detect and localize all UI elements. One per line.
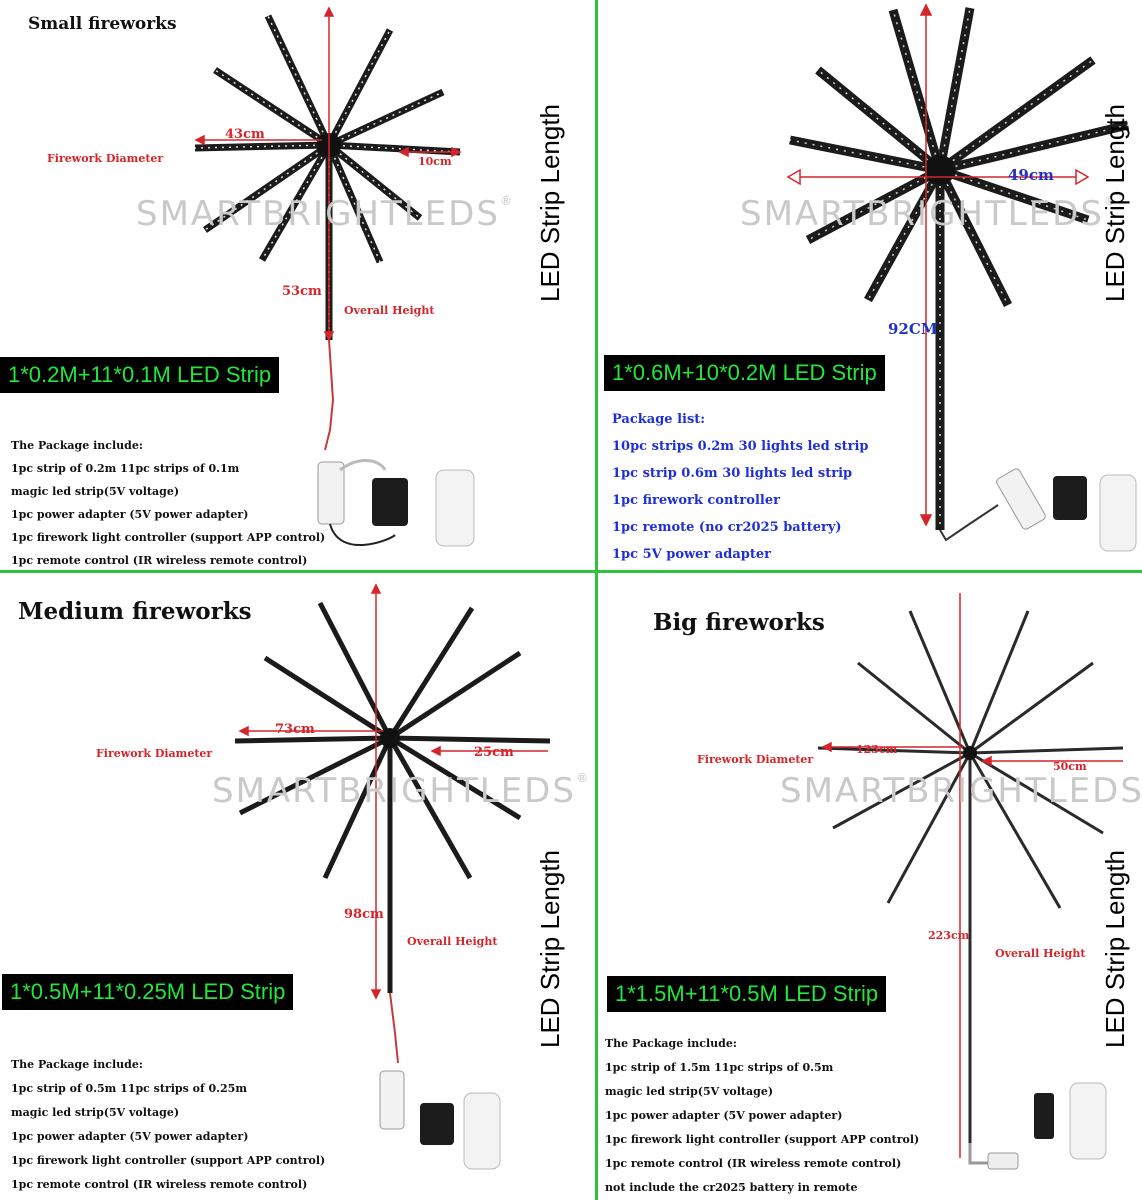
led-strip-icon xyxy=(817,610,1124,1143)
divider-horizontal xyxy=(0,570,1142,573)
firework-big-drawing xyxy=(817,593,1124,1170)
height-label: 98cm xyxy=(344,907,384,922)
strip-banner: 1*1.5M+11*0.5M LED Strip xyxy=(607,976,887,1012)
quadrant-small-fireworks: Small fireworks 43cm 10cm Firework Diame… xyxy=(0,0,595,570)
strip-banner: 1*0.5M+11*0.25M LED Strip xyxy=(2,974,294,1010)
remote-icon xyxy=(1099,474,1137,552)
package-line: magic led strip(5V voltage) xyxy=(605,1085,774,1098)
package-line: magic led strip(5V voltage) xyxy=(11,485,180,498)
package-line: 1pc strip of 1.5m 11pc strips of 0.5m xyxy=(605,1061,834,1074)
package-line: Package list: xyxy=(612,412,706,427)
overall-height-caption: Overall Height xyxy=(407,935,498,948)
divider-vertical xyxy=(595,0,598,1200)
firework-diameter-caption: Firework Diameter xyxy=(697,753,814,766)
firework-diameter-caption: Firework Diameter xyxy=(96,747,213,760)
led-strip-icon xyxy=(234,601,551,993)
strip-banner: 1*0.2M+11*0.1M LED Strip xyxy=(0,357,280,393)
side-label: LED Strip Length xyxy=(1100,103,1130,302)
power-adapter-icon xyxy=(1053,476,1087,520)
package-line: 1pc power adapter (5V power adapter) xyxy=(11,508,249,521)
package-line: 1pc remote (no cr2025 battery) xyxy=(612,520,842,535)
package-line: 1pc firework light controller (support A… xyxy=(605,1133,920,1146)
quadrant-big-fireworks: Big fireworks 123cm 50cm Firework Diamet… xyxy=(598,573,1142,1200)
diameter-label: 123cm xyxy=(856,743,898,756)
power-adapter-icon xyxy=(1034,1093,1054,1139)
firework-diameter-caption: Firework Diameter xyxy=(47,152,164,165)
diameter-label: 49cm xyxy=(1008,166,1054,184)
package-line: 1pc firework light controller (support A… xyxy=(11,1154,326,1167)
firework-small-drawing xyxy=(194,6,475,547)
strip-length-label: 50cm xyxy=(1053,760,1087,773)
package-list: The Package include: 1pc strip of 1.5m 1… xyxy=(605,1032,919,1200)
package-line: magic led strip(5V voltage) xyxy=(11,1106,180,1119)
controller-icon xyxy=(379,1070,405,1130)
height-label: 53cm xyxy=(282,284,322,299)
quadrant-medium-fireworks: Medium fireworks 73cm 25cm Firework Diam… xyxy=(0,573,595,1200)
watermark: SMARTBRIGHTLEDS® xyxy=(136,194,514,234)
strip-length-label: 25cm xyxy=(474,745,514,760)
led-strip-icon xyxy=(194,14,461,340)
quadrant-title: Big fireworks xyxy=(653,609,825,636)
package-line: not include the cr2025 battery in remote xyxy=(605,1181,858,1194)
package-list: The Package include: 1pc strip of 0.5m 1… xyxy=(11,1053,325,1197)
watermark: SMARTBRIGHTLEDS® xyxy=(740,194,1118,234)
package-line: 1pc strip of 0.5m 11pc strips of 0.25m xyxy=(11,1082,247,1095)
package-line: The Package include: xyxy=(11,439,143,452)
overall-height-caption: Overall Height xyxy=(995,947,1086,960)
diameter-label: 73cm xyxy=(275,722,315,737)
firework-drawing xyxy=(786,3,1137,552)
package-line: 1pc remote control (IR wireless remote c… xyxy=(11,1178,308,1191)
remote-icon xyxy=(1069,1082,1107,1160)
height-label: 92CM xyxy=(888,320,938,338)
overall-height-caption: Overall Height xyxy=(344,304,435,317)
power-adapter-icon xyxy=(372,478,408,526)
quadrant-title: Medium fireworks xyxy=(18,598,252,625)
remote-icon xyxy=(435,469,475,547)
side-label: LED Strip Length xyxy=(1100,849,1130,1048)
side-label: LED Strip Length xyxy=(535,849,565,1048)
side-label: LED Strip Length xyxy=(535,103,565,302)
package-line: 1pc strip 0.6m 30 lights led strip xyxy=(612,466,853,481)
package-line: 1pc power adapter (5V power adapter) xyxy=(605,1109,843,1122)
package-line: The Package include: xyxy=(11,1058,143,1071)
strip-length-label: 10cm xyxy=(418,155,452,168)
quadrant-large-strip: 49cm 92CM SMARTBRIGHTLEDS® LED Strip Len… xyxy=(598,0,1142,570)
package-line: 1pc remote control (IR wireless remote c… xyxy=(605,1157,902,1170)
strip-banner: 1*0.6M+10*0.2M LED Strip xyxy=(604,355,885,391)
watermark: SMARTBRIGHTLEDS® xyxy=(780,771,1142,811)
power-adapter-icon xyxy=(420,1103,454,1145)
package-line: 1pc remote control (IR wireless remote c… xyxy=(11,554,308,567)
package-line: 1pc power adapter (5V power adapter) xyxy=(11,1130,249,1143)
package-line: The Package include: xyxy=(605,1037,737,1050)
watermark: SMARTBRIGHTLEDS® xyxy=(212,771,590,811)
package-line: 1pc firework controller xyxy=(612,493,780,508)
package-list: Package list: 10pc strips 0.2m 30 lights… xyxy=(612,406,868,568)
remote-icon xyxy=(463,1092,501,1170)
package-line: 10pc strips 0.2m 30 lights led strip xyxy=(612,439,869,454)
package-list: The Package include: 1pc strip of 0.2m 1… xyxy=(11,434,325,570)
controller-icon xyxy=(996,468,1046,530)
quadrant-title: Small fireworks xyxy=(28,14,177,34)
diameter-label: 43cm xyxy=(225,127,265,142)
package-line: 1pc 5V power adapter xyxy=(612,547,771,562)
package-line: 1pc strip of 0.2m 11pc strips of 0.1m xyxy=(11,462,240,475)
height-label: 223cm xyxy=(928,929,970,942)
package-line: 1pc firework light controller (support A… xyxy=(11,531,326,544)
controller-icon xyxy=(987,1152,1019,1170)
firework-medium-drawing xyxy=(234,583,551,1170)
